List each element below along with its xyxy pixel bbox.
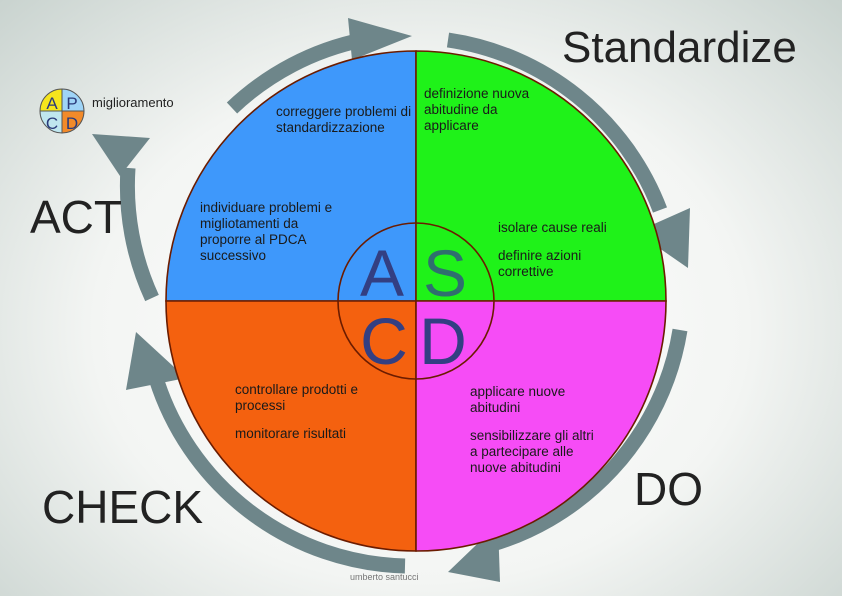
cycle-arrows	[119, 32, 688, 574]
quadrant-do	[415, 300, 667, 552]
quadrant-act-text: correggere problemi di standardizzazione	[276, 104, 416, 170]
act-item-2: individuare problemi e migliotamenti da …	[200, 200, 333, 263]
check-item-1: controllare prodotti e processi	[235, 382, 359, 413]
center-letter-a: A	[360, 236, 404, 310]
center-letters: A S C D	[360, 236, 467, 378]
pdca-circle	[165, 50, 667, 552]
standardize-item-3: definire azioni correttive	[498, 248, 582, 279]
arrow-right-bottom	[476, 328, 688, 556]
quadrant-check-text: controllare prodotti e processi monitora…	[235, 382, 393, 456]
arrow-right-top	[446, 32, 668, 213]
phase-label-act: ACT	[30, 191, 122, 243]
quadrant-check	[165, 300, 417, 552]
legend-letter-p: P	[66, 94, 77, 113]
arrowhead-left-bottom	[126, 332, 186, 390]
legend-letter-c: C	[46, 114, 58, 133]
quadrant-act-text-2: individuare problemi e migliotamenti da …	[200, 200, 348, 278]
arrow-top	[226, 32, 364, 114]
center-letter-s: S	[423, 236, 467, 310]
do-item-2: sensibilizzare gli altri a partecipare a…	[470, 428, 594, 475]
legend-pdca-icon: A P C D	[39, 88, 85, 134]
check-item-2: monitorare risultati	[235, 426, 347, 441]
legend-letter-d: D	[66, 114, 78, 133]
act-item-1: correggere problemi di standardizzazione	[276, 104, 412, 135]
arrowhead-top	[348, 18, 412, 60]
arrowhead-left-top	[92, 134, 150, 176]
author-credit: umberto santucci	[350, 572, 419, 582]
quadrant-act	[165, 50, 417, 302]
standardize-item-1: definizione nuova abitudine da applicare	[424, 86, 530, 133]
arrow-left-top	[119, 167, 159, 302]
arrow-left-bottom	[147, 372, 406, 574]
legend-letter-a: A	[46, 94, 58, 113]
quadrant-standardize	[415, 50, 667, 302]
legend-label: miglioramento	[92, 95, 174, 110]
center-letter-d: D	[419, 304, 467, 378]
center-letter-c: C	[360, 304, 408, 378]
phase-label-check: CHECK	[42, 481, 204, 533]
pdca-legend: A P C D miglioramento	[36, 86, 296, 136]
quadrant-do-text: applicare nuove abitudini sensibilizzare…	[470, 384, 594, 490]
do-item-1: applicare nuove abitudini	[470, 384, 566, 415]
quadrant-standardize-text-2: isolare cause reali definire azioni corr…	[498, 220, 610, 294]
center-circle	[337, 222, 495, 380]
phase-label-do: DO	[634, 463, 703, 515]
arrowhead-right-top	[636, 208, 690, 268]
phase-label-standardize: Standardize	[562, 23, 797, 72]
quadrant-standardize-text: definizione nuova abitudine da applicare	[424, 86, 542, 148]
cycle-arrowheads	[92, 18, 690, 582]
standardize-item-2: isolare cause reali	[498, 220, 607, 235]
